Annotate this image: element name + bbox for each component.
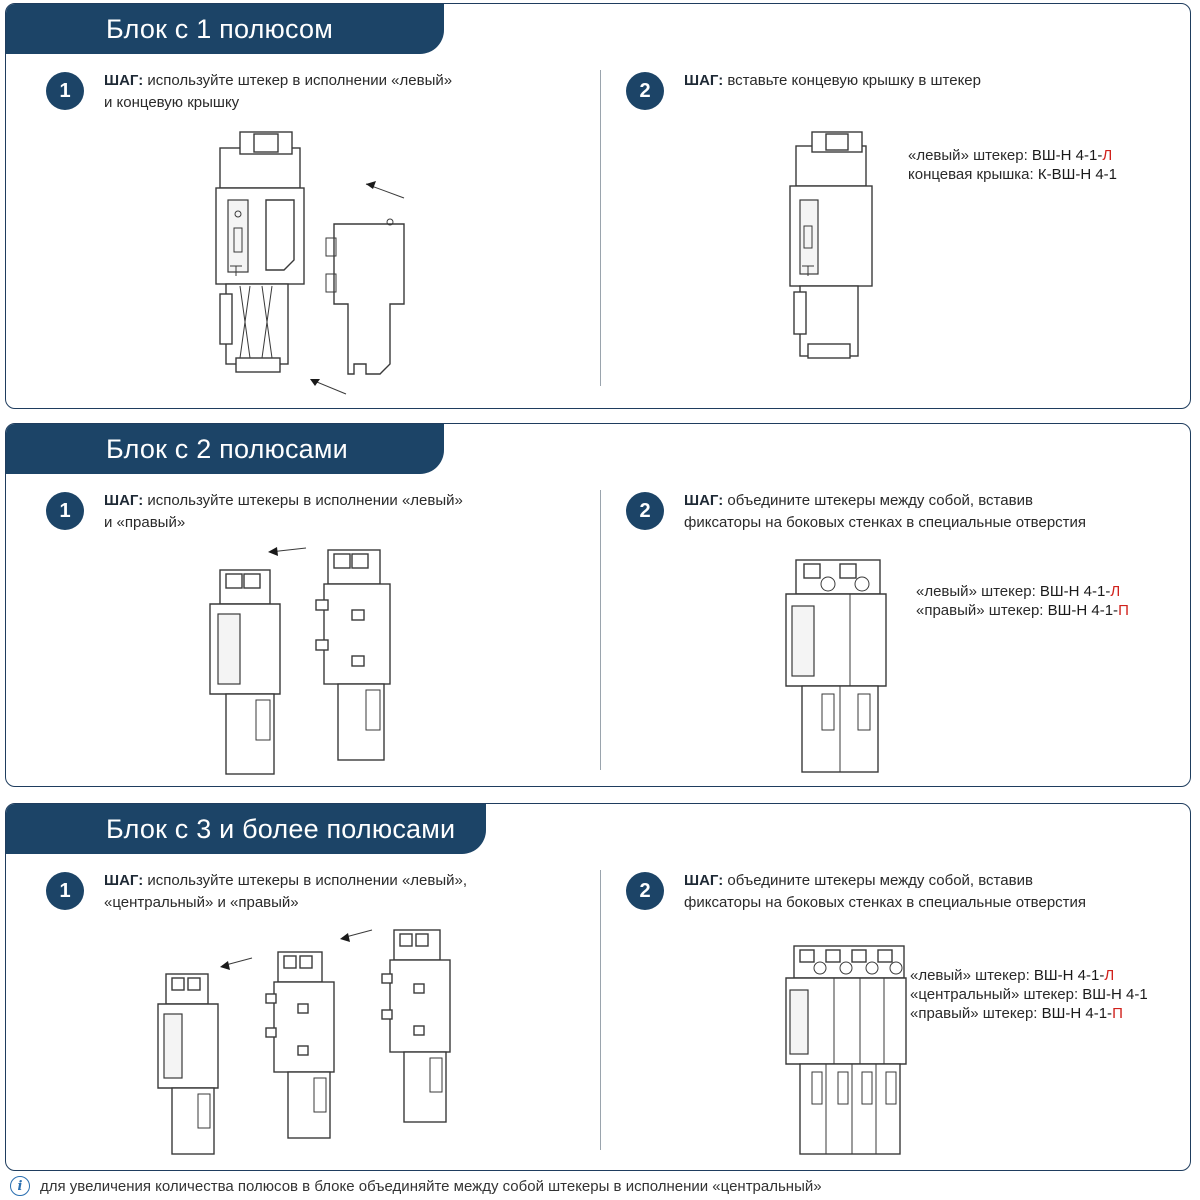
left-central-right-plugs-drawing: [157, 929, 451, 1155]
step-line-2: и концевую крышку: [104, 94, 240, 111]
part-legend: «левый» штекер: ВШ-Н 4-1-Л «правый» штек…: [916, 582, 1129, 620]
joined-two-pole-drawing: [785, 559, 887, 773]
info-icon: i: [10, 1176, 30, 1196]
step-line-2: «центральный» и «правый»: [104, 894, 299, 911]
joined-multi-pole-drawing: [785, 945, 907, 1155]
step-text: ШАГ: объедините штекеры между собой, вст…: [684, 870, 1086, 914]
step-line-2: фиксаторы на боковых стенках в специальн…: [684, 514, 1087, 531]
step-1: 1 ШАГ: используйте штекеры в исполнении …: [46, 492, 463, 534]
step-line-1: объедините штекеры между собой, вставив: [723, 492, 1033, 509]
step-divider: [600, 870, 601, 1150]
legend-row-left-plug: «левый» штекер: ВШ-Н 4-1-Л: [916, 583, 1121, 600]
legend-row-central-plug: «центральный» штекер: ВШ-Н 4-1: [910, 986, 1148, 1003]
step-1: 1 ШАГ: используйте штекеры в исполнении …: [46, 872, 467, 914]
step-2: 2 ШАГ: вставьте концевую крышку в штекер: [626, 72, 981, 110]
step-line-1: вставьте концевую крышку в штекер: [723, 72, 981, 89]
step-number: 2: [626, 72, 664, 110]
step-number: 1: [46, 872, 84, 910]
step-number: 2: [626, 492, 664, 530]
assembled-plug-drawing: [789, 131, 873, 359]
section-1-pole: Блок с 1 полюсом 1 ШАГ: используйте штек…: [5, 3, 1191, 409]
legend-row-right-plug: «правый» штекер: ВШ-Н 4-1-П: [916, 602, 1129, 619]
section-title: Блок с 1 полюсом: [6, 4, 444, 54]
step-2: 2 ШАГ: объедините штекеры между собой, в…: [626, 872, 1086, 914]
step-divider: [600, 70, 601, 386]
legend-row-end-cap: концевая крышка: К-ВШ-Н 4-1: [908, 166, 1118, 183]
step-text: ШАГ: используйте штекеры в исполнении «л…: [104, 870, 467, 914]
plug-and-end-cap-drawing: [215, 131, 405, 395]
part-legend: «левый» штекер: ВШ-Н 4-1-Л концевая крыш…: [908, 146, 1117, 184]
step-line-1: используйте штекер в исполнении «левый»: [143, 72, 453, 89]
step-text: ШАГ: используйте штекер в исполнении «ле…: [104, 70, 452, 114]
step-number: 1: [46, 492, 84, 530]
legend-row-right-plug: «правый» штекер: ВШ-Н 4-1-П: [910, 1005, 1123, 1022]
step-1: 1 ШАГ: используйте штекер в исполнении «…: [46, 72, 452, 114]
legend-row-left-plug: «левый» штекер: ВШ-Н 4-1-Л: [910, 967, 1115, 984]
step-number: 2: [626, 872, 664, 910]
step-text: ШАГ: объедините штекеры между собой, вст…: [684, 490, 1086, 534]
section-2-poles: Блок с 2 полюсами 1 ШАГ: используйте ште…: [5, 423, 1191, 787]
step-label: ШАГ:: [104, 72, 144, 89]
step-line-2: и «правый»: [104, 514, 186, 531]
step-line-1: используйте штекеры в исполнении «левый»: [143, 492, 463, 509]
step-label: ШАГ:: [104, 872, 144, 889]
step-line-2: фиксаторы на боковых стенках в специальн…: [684, 894, 1087, 911]
section-3-plus-poles: Блок с 3 и более полюсами 1 ШАГ: использ…: [5, 803, 1191, 1171]
step-2: 2 ШАГ: объедините штекеры между собой, в…: [626, 492, 1086, 534]
step-label: ШАГ:: [104, 492, 144, 509]
left-and-right-plugs-drawing: [209, 547, 391, 775]
part-legend: «левый» штекер: ВШ-Н 4-1-Л «центральный»…: [910, 966, 1148, 1023]
step-label: ШАГ:: [684, 872, 724, 889]
step-label: ШАГ:: [684, 492, 724, 509]
footnote-text: для увеличения количества полюсов в блок…: [40, 1177, 822, 1195]
footnote: i для увеличения количества полюсов в бл…: [10, 1176, 822, 1196]
legend-row-left-plug: «левый» штекер: ВШ-Н 4-1-Л: [908, 147, 1113, 164]
step-number: 1: [46, 72, 84, 110]
step-divider: [600, 490, 601, 770]
step-text: ШАГ: используйте штекеры в исполнении «л…: [104, 490, 463, 534]
section-title: Блок с 2 полюсами: [6, 424, 444, 474]
step-line-1: используйте штекеры в исполнении «левый»…: [143, 872, 468, 889]
step-label: ШАГ:: [684, 72, 724, 89]
step-text: ШАГ: вставьте концевую крышку в штекер: [684, 70, 981, 92]
step-line-1: объедините штекеры между собой, вставив: [723, 872, 1033, 889]
section-title: Блок с 3 и более полюсами: [6, 804, 486, 854]
